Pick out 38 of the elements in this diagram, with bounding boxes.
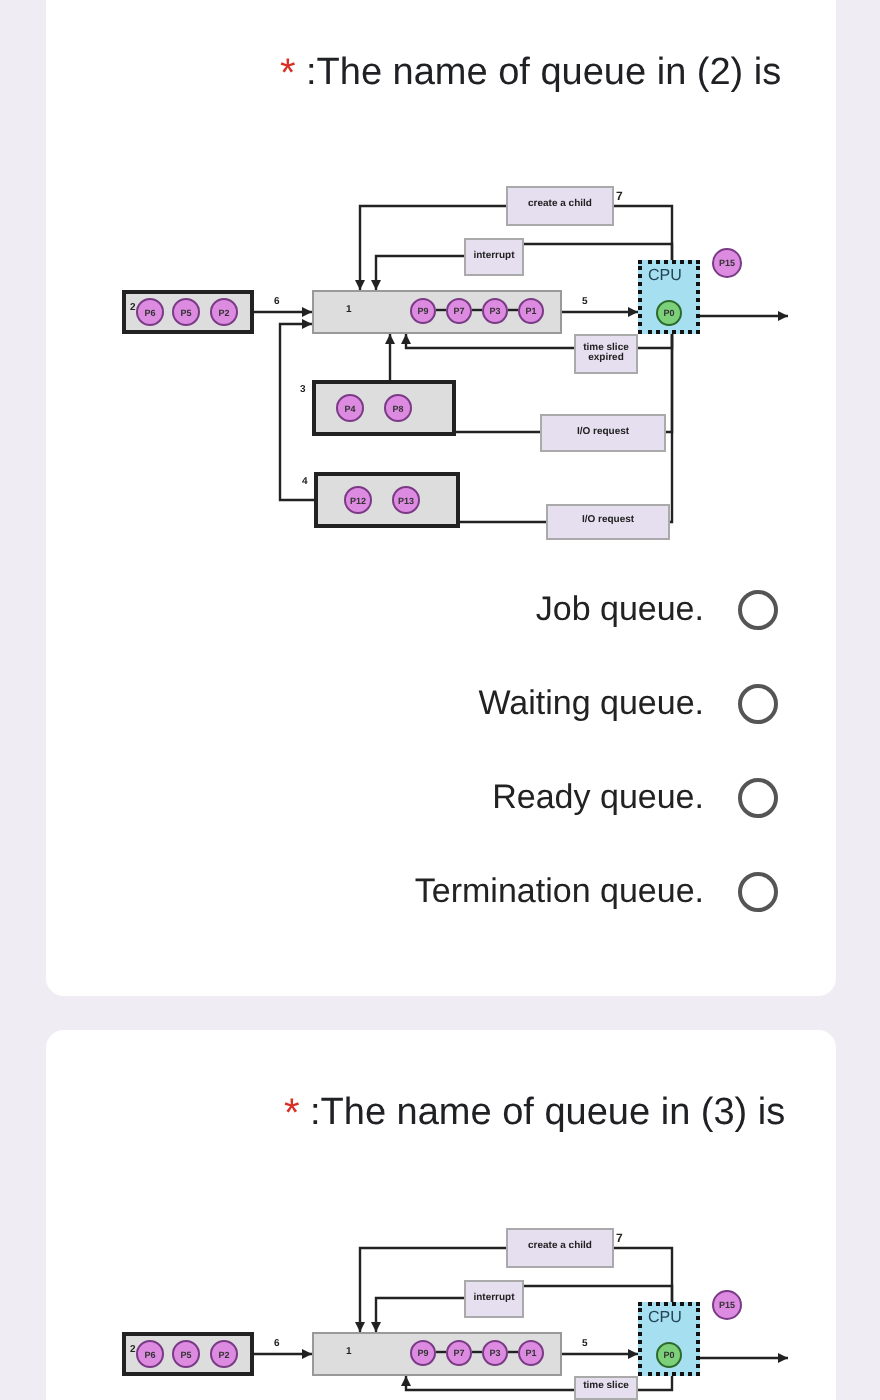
arrow [278, 319, 314, 502]
required-mark: * [280, 52, 296, 98]
connector-line [524, 242, 674, 260]
option-text: Waiting queue. [478, 684, 704, 724]
arrow [700, 1353, 788, 1363]
arrow [371, 1296, 464, 1332]
arrow [401, 334, 574, 350]
cpu-chip [638, 260, 700, 334]
arrow [371, 254, 464, 290]
arrow [254, 307, 312, 317]
queue-box [312, 380, 456, 436]
queue-box [122, 290, 254, 334]
arrow [401, 1376, 574, 1392]
question-text: :The name of queue in (2) is [306, 52, 782, 96]
required-mark: * [284, 1092, 300, 1138]
arrow [385, 334, 395, 380]
connector-line [669, 334, 674, 524]
connector-line [638, 1376, 674, 1392]
arrow [355, 1246, 506, 1332]
question-text: :The name of queue in (3) is [310, 1092, 786, 1136]
queue-box [122, 1332, 254, 1376]
option-text: Ready queue. [492, 778, 704, 818]
queue-box [312, 290, 562, 334]
connector-line [524, 1284, 674, 1302]
option-text: Job queue. [535, 590, 704, 630]
cpu-label: CPU [648, 266, 682, 284]
connector-line [456, 430, 540, 434]
option-text: Termination queue. [414, 872, 704, 912]
queue-box [314, 472, 460, 528]
queue-box [312, 1332, 562, 1376]
arrow [355, 204, 506, 290]
cpu-chip [638, 1302, 700, 1376]
arrow [562, 307, 638, 317]
arrow [562, 1349, 638, 1359]
arrow [254, 1349, 312, 1359]
cpu-label: CPU [648, 1308, 682, 1326]
arrow [700, 311, 788, 321]
connector-line [460, 520, 546, 524]
